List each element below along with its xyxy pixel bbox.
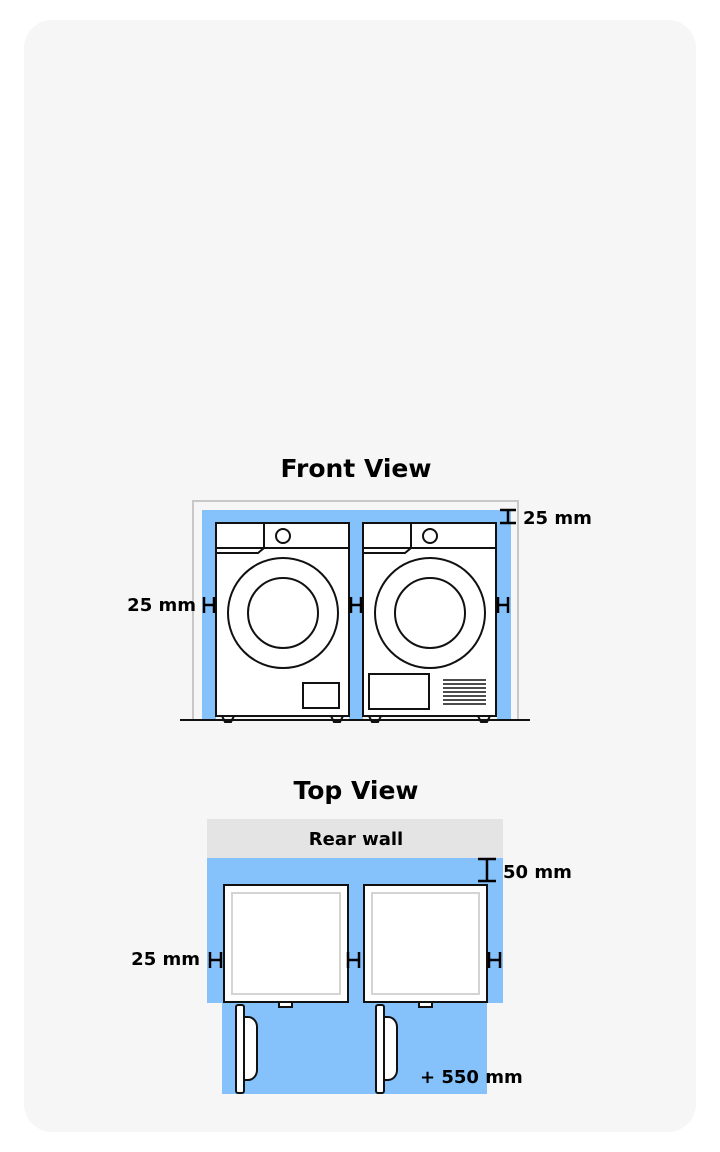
knob-icon bbox=[422, 528, 438, 544]
front-view-title: Front View bbox=[281, 454, 432, 483]
rear-wall-label: Rear wall bbox=[309, 829, 403, 850]
middle-clearance bbox=[349, 523, 363, 720]
top-view-title: Top View bbox=[293, 776, 418, 805]
top-side-clearance-label: 25 mm bbox=[131, 949, 200, 970]
rear-wall bbox=[207, 819, 503, 858]
washer-top bbox=[223, 884, 349, 1094]
gap-marker-icons bbox=[208, 857, 502, 968]
vent-icon bbox=[443, 679, 486, 705]
front-clearance-area bbox=[222, 1003, 487, 1094]
door-outer bbox=[227, 557, 339, 669]
front-view: Front View bbox=[127, 454, 592, 723]
dryer-top bbox=[363, 884, 488, 1094]
rear-clearance-label: 50 mm bbox=[503, 862, 572, 883]
door-glass bbox=[247, 577, 319, 649]
dryer-front bbox=[362, 522, 497, 723]
front-top-clearance-label: 25 mm bbox=[523, 508, 592, 529]
front-clearance-label: + 550 mm bbox=[420, 1067, 523, 1088]
gap-marker-icons bbox=[202, 508, 516, 613]
front-side-clearance-label: 25 mm bbox=[127, 595, 196, 616]
washer-front bbox=[215, 522, 350, 723]
top-view: Top View Rear wall 25 mm 50 mm + 550 mm bbox=[131, 776, 572, 1094]
knob-icon bbox=[275, 528, 291, 544]
